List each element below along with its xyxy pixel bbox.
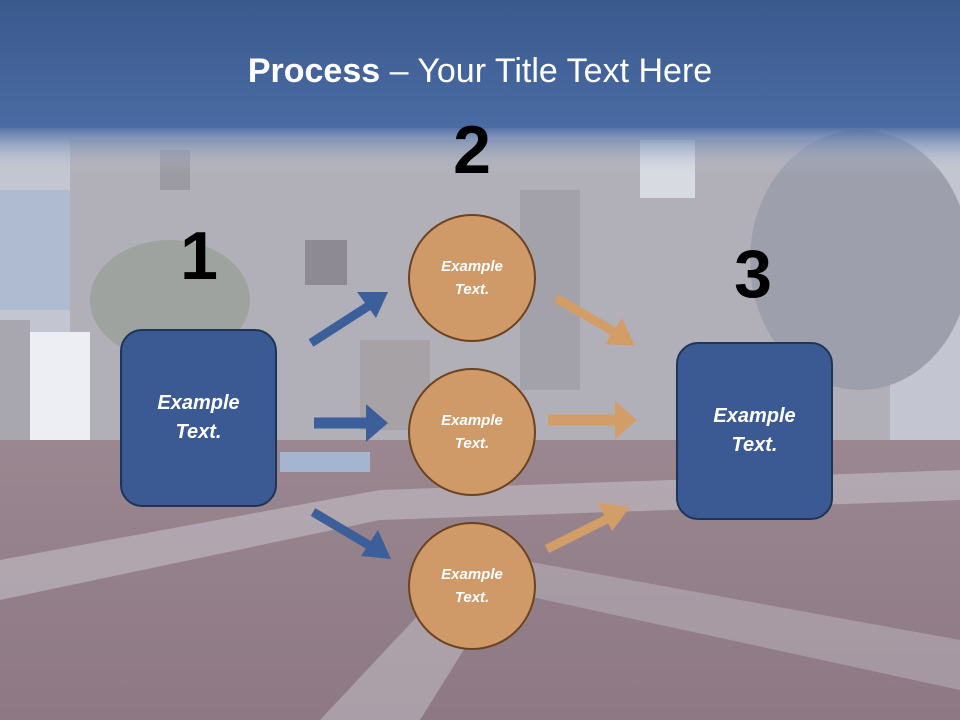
- slide-title: Process – Your Title Text Here: [0, 52, 960, 91]
- arrow-tan-up: [544, 503, 630, 554]
- circle-bottom-label: Example Text.: [441, 566, 503, 606]
- arrow-blue-up: [308, 292, 388, 347]
- circle-step-top: Example Text.: [408, 214, 536, 342]
- arrow-blue-mid: [314, 404, 388, 442]
- left-process-box: Example Text.: [120, 329, 277, 507]
- right-box-label: Example Text.: [713, 405, 796, 456]
- left-box-label: Example Text.: [157, 392, 240, 443]
- circle-step-bottom: Example Text.: [408, 522, 536, 650]
- step-number-1: 1: [180, 218, 218, 294]
- step-number-3: 3: [734, 236, 772, 312]
- arrow-tan-mid: [548, 401, 637, 439]
- title-rest: – Your Title Text Here: [380, 52, 713, 90]
- arrow-tan-down: [553, 294, 635, 346]
- title-bold: Process: [247, 52, 381, 90]
- right-process-box: Example Text.: [676, 342, 833, 520]
- arrow-blue-down: [310, 508, 391, 559]
- circle-step-middle: Example Text.: [408, 368, 536, 496]
- step-number-2: 2: [453, 112, 491, 188]
- circle-middle-label: Example Text.: [441, 412, 503, 452]
- circle-top-label: Example Text.: [441, 258, 503, 298]
